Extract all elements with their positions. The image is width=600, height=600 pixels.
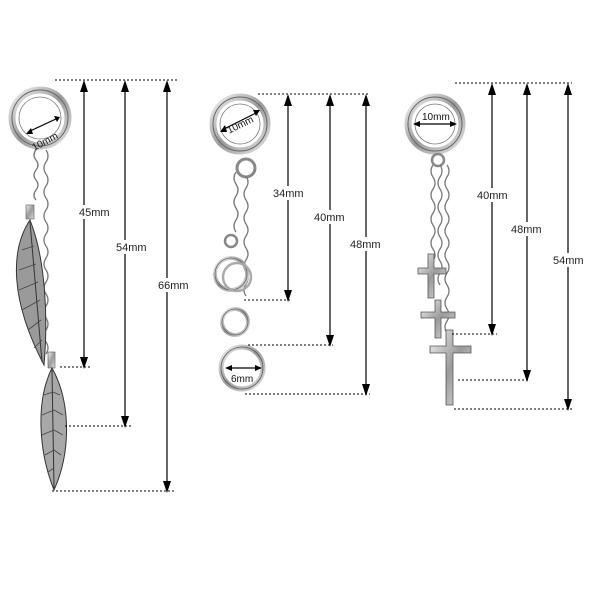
dimension-arrow	[83, 84, 168, 489]
measurement-label: 48mm	[511, 224, 542, 236]
small-ring-size-label: 6mm	[231, 374, 253, 385]
feather-earring: 10mm	[8, 79, 196, 493]
crosses-earring: 10mm 40mm 48mm	[404, 82, 590, 411]
measurement-label: 54mm	[553, 255, 584, 267]
measurement-label: 34mm	[273, 188, 304, 200]
measurement-label: 45mm	[79, 207, 110, 219]
chain-icon	[33, 149, 49, 355]
measurement-label: 40mm	[314, 212, 345, 224]
hoop-size-label: 10mm	[422, 112, 450, 123]
measurement-label: 66mm	[158, 280, 189, 292]
dimension-arrow	[491, 87, 569, 407]
cross-charm-icon	[417, 253, 472, 406]
ring-charm-icon	[213, 256, 266, 392]
hoop-size-label: 10mm	[226, 114, 256, 136]
measurement-label: 48mm	[350, 239, 381, 251]
rings-earring: 10mm 6mm	[209, 93, 386, 396]
measurement-label: 40mm	[477, 190, 508, 202]
feather-charm-icon	[15, 204, 47, 367]
chain-icon	[430, 164, 450, 334]
measurement-label: 54mm	[116, 242, 147, 254]
hoop-size-label: 10mm	[30, 131, 60, 154]
feather-charm-icon	[40, 351, 67, 492]
